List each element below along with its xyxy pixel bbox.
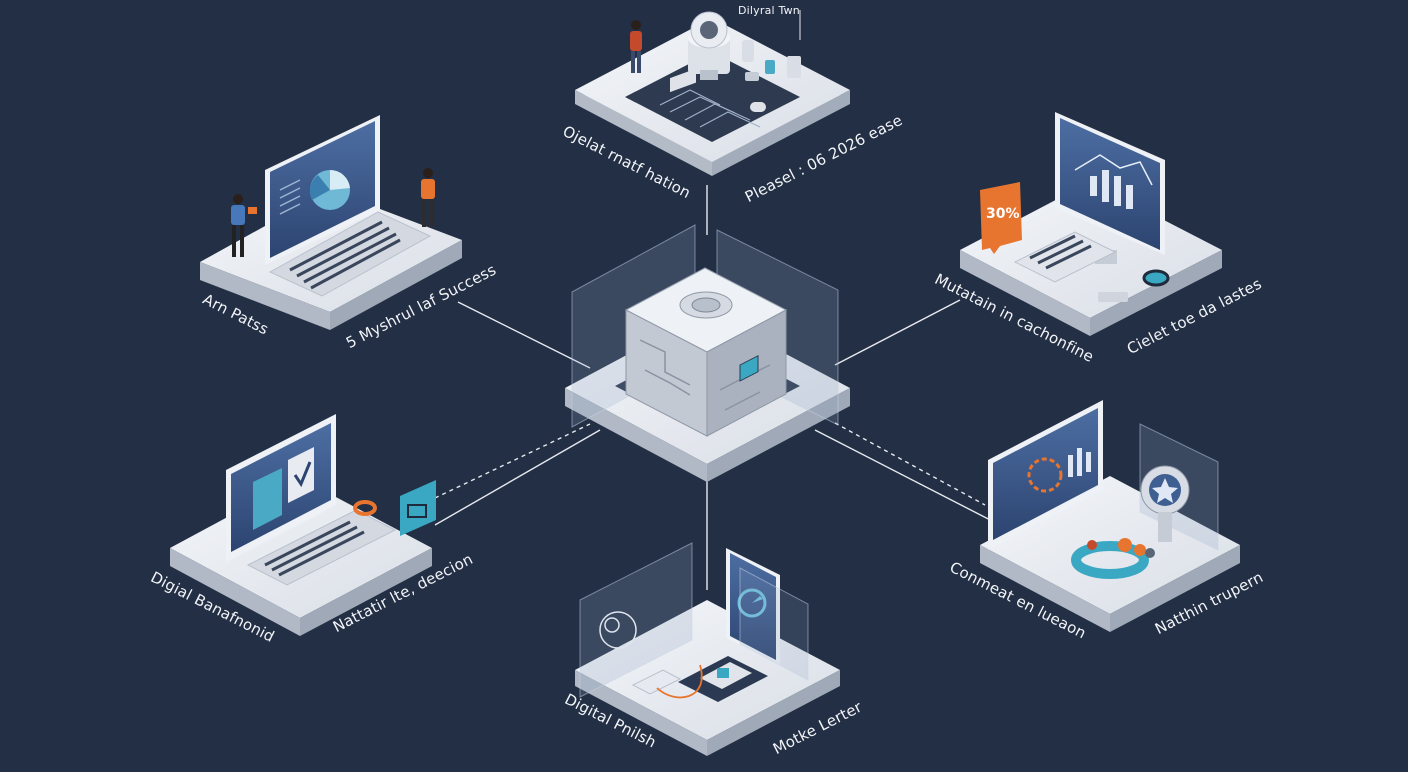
badge-percent: 30%	[986, 206, 1020, 222]
label-top-tag: Dilyral Twn	[738, 4, 800, 17]
connector-lines	[434, 185, 1001, 590]
node-analytics-laptop	[200, 115, 462, 330]
node-dashboard-gauge	[980, 400, 1240, 632]
node-digital-twin	[575, 10, 850, 176]
node-check-laptop	[170, 414, 436, 636]
node-monitor-metrics: 30%	[960, 112, 1222, 336]
node-central-cube	[565, 224, 850, 482]
node-digital-publish	[575, 542, 840, 756]
